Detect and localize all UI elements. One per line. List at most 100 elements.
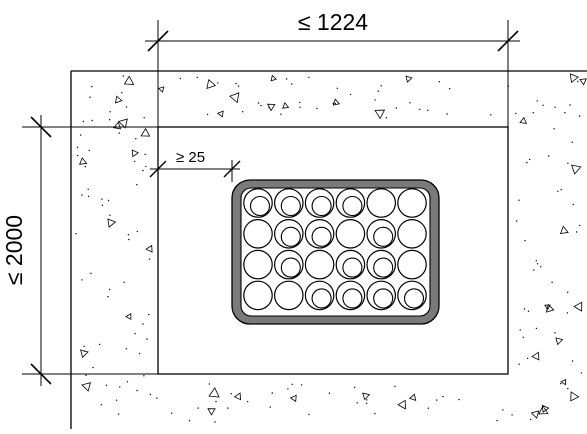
speckle-dot — [136, 230, 138, 233]
speckle-dot — [83, 345, 85, 347]
speckle-dot — [125, 106, 128, 108]
speckle-dot — [271, 392, 273, 394]
speckle-dot — [77, 154, 79, 157]
speckle-dot — [87, 188, 89, 190]
speckle-dot — [511, 414, 513, 416]
aggregate-mark — [125, 312, 132, 320]
aggregate-mark — [157, 86, 165, 93]
speckle-dot — [90, 272, 92, 274]
aggregate-mark — [289, 394, 297, 403]
speckle-dot — [188, 420, 191, 422]
aggregate-mark — [233, 392, 242, 401]
speckle-dot — [230, 393, 232, 395]
speckle-dot — [576, 231, 578, 233]
cable — [397, 188, 427, 218]
speckle-dot — [336, 87, 338, 90]
speckle-dot — [502, 409, 504, 411]
speckle-dot — [89, 96, 91, 98]
aggregate-mark — [519, 116, 528, 124]
cable-core — [311, 288, 332, 309]
speckle-dot — [92, 366, 94, 369]
speckle-dot — [107, 199, 110, 202]
speckle-dot — [138, 352, 141, 355]
cable-core — [311, 195, 332, 217]
speckle-dot — [148, 313, 150, 316]
speckle-dot — [227, 407, 229, 409]
speckle-dot — [280, 113, 282, 115]
cable — [304, 249, 335, 280]
speckle-dot — [529, 158, 531, 161]
speckle-dot — [374, 413, 376, 415]
height-label: ≤ 2000 — [1, 215, 27, 285]
speckle-dot — [567, 162, 569, 164]
cable-core — [342, 257, 363, 278]
speckle-dot — [442, 395, 444, 398]
speckle-dot — [291, 83, 293, 85]
aggregate-mark — [145, 244, 153, 253]
speckle-dot — [109, 288, 111, 291]
aggregate-mark — [545, 303, 555, 313]
speckle-dot — [237, 85, 240, 87]
speckle-dot — [149, 393, 152, 396]
cable — [243, 219, 273, 249]
speckle-dot — [577, 80, 579, 83]
speckle-dot — [523, 308, 526, 310]
speckle-dot — [419, 108, 421, 111]
speckle-dot — [526, 161, 528, 164]
speckle-dot — [571, 141, 573, 143]
aggregate-mark — [555, 337, 564, 346]
aggregate-mark — [570, 391, 580, 402]
speckle-dot — [557, 190, 559, 192]
aggregate-mark — [405, 75, 413, 83]
speckle-dot — [257, 102, 260, 104]
speckle-dot — [134, 160, 136, 163]
aggregate-mark — [107, 218, 117, 228]
speckle-dot — [80, 134, 82, 136]
speckle-dot — [519, 329, 521, 331]
speckle-dot — [572, 203, 574, 206]
aggregate-mark — [270, 74, 277, 82]
cable — [366, 188, 396, 218]
aggregate-mark — [397, 399, 406, 410]
speckle-dot — [527, 310, 530, 312]
speckle-dot — [107, 296, 109, 298]
aggregate-mark — [282, 102, 290, 109]
speckle-dot — [246, 400, 249, 403]
speckle-dot — [564, 112, 566, 114]
speckle-dot — [88, 149, 91, 152]
speckle-dot — [567, 388, 569, 390]
speckle-dot — [566, 312, 569, 314]
speckle-dot — [217, 82, 219, 84]
speckle-dot — [196, 76, 198, 79]
speckle-dot — [553, 128, 555, 130]
speckle-dot — [533, 269, 535, 271]
speckle-dot — [308, 76, 310, 79]
speckle-dot — [540, 266, 542, 268]
aggregate-mark — [531, 351, 540, 361]
aggregate-mark — [114, 95, 123, 104]
speckle-dot — [299, 106, 301, 109]
speckle-dot — [142, 169, 144, 172]
aggregate-mark — [123, 75, 135, 85]
width-label: ≤ 1224 — [298, 9, 368, 35]
cable-core — [342, 288, 363, 309]
speckle-dot — [334, 102, 336, 105]
speckle-dot — [98, 343, 101, 346]
speckle-dot — [206, 113, 209, 116]
cable-core — [373, 257, 394, 278]
aggregate-mark — [362, 392, 371, 401]
speckle-dot — [105, 384, 108, 386]
speckle-dot — [571, 360, 574, 362]
speckle-dot — [126, 381, 129, 383]
speckle-dot — [91, 119, 93, 122]
cable-bundle — [243, 188, 427, 311]
speckle-dot — [76, 146, 79, 148]
speckle-dot — [122, 75, 125, 77]
speckle-dot — [179, 77, 182, 80]
speckle-dot — [109, 119, 111, 121]
speckle-dot — [115, 399, 118, 401]
aggregate-mark — [207, 408, 216, 416]
cable-core — [403, 288, 425, 309]
speckle-dot — [117, 413, 120, 415]
speckle-dot — [579, 224, 581, 227]
